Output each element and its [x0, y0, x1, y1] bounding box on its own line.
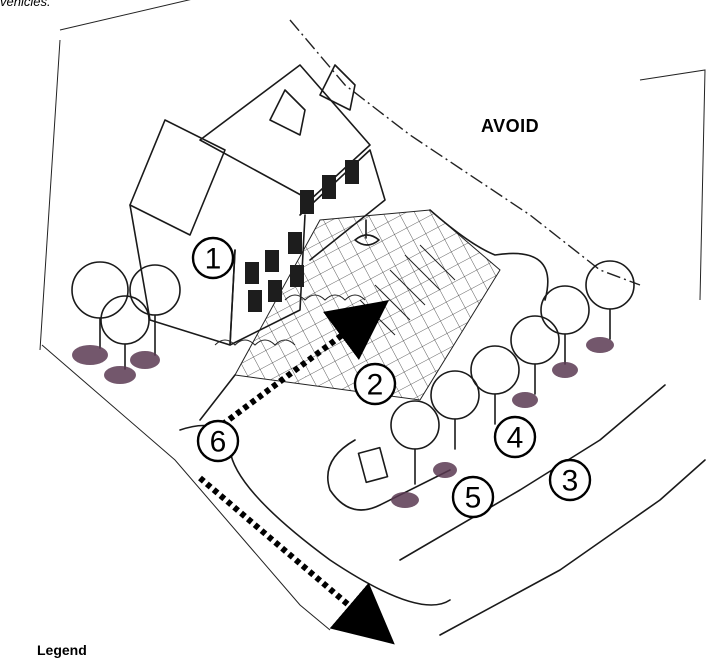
- parking-court: [179, 209, 549, 606]
- callout-5: 5: [451, 475, 495, 519]
- callout-1: 1: [191, 236, 235, 280]
- figure-caption: vehicles.: [0, 0, 51, 9]
- trees-left: [71, 261, 181, 384]
- callout-2: 2: [353, 362, 397, 406]
- arrow-to-street: [198, 475, 395, 645]
- legend-heading: Legend: [37, 642, 87, 658]
- callout-5-label: 5: [465, 482, 482, 515]
- callout-4: 4: [493, 415, 537, 459]
- callout-6-label: 6: [210, 426, 227, 459]
- street: [399, 384, 706, 636]
- callout-2-label: 2: [367, 369, 384, 402]
- callout-6: 6: [196, 419, 240, 463]
- lot-boundary: [39, 0, 706, 631]
- avoid-label: AVOID: [481, 116, 540, 136]
- curb-island: [326, 439, 451, 511]
- callout-1-label: 1: [205, 243, 222, 276]
- callout-3: 3: [548, 458, 592, 502]
- house: [129, 64, 386, 346]
- callout-4-label: 4: [507, 422, 524, 455]
- street-trees: [390, 260, 635, 508]
- callout-3-label: 3: [562, 465, 579, 498]
- circulation-arrows: [198, 300, 395, 645]
- arrow-to-parking: [213, 300, 390, 433]
